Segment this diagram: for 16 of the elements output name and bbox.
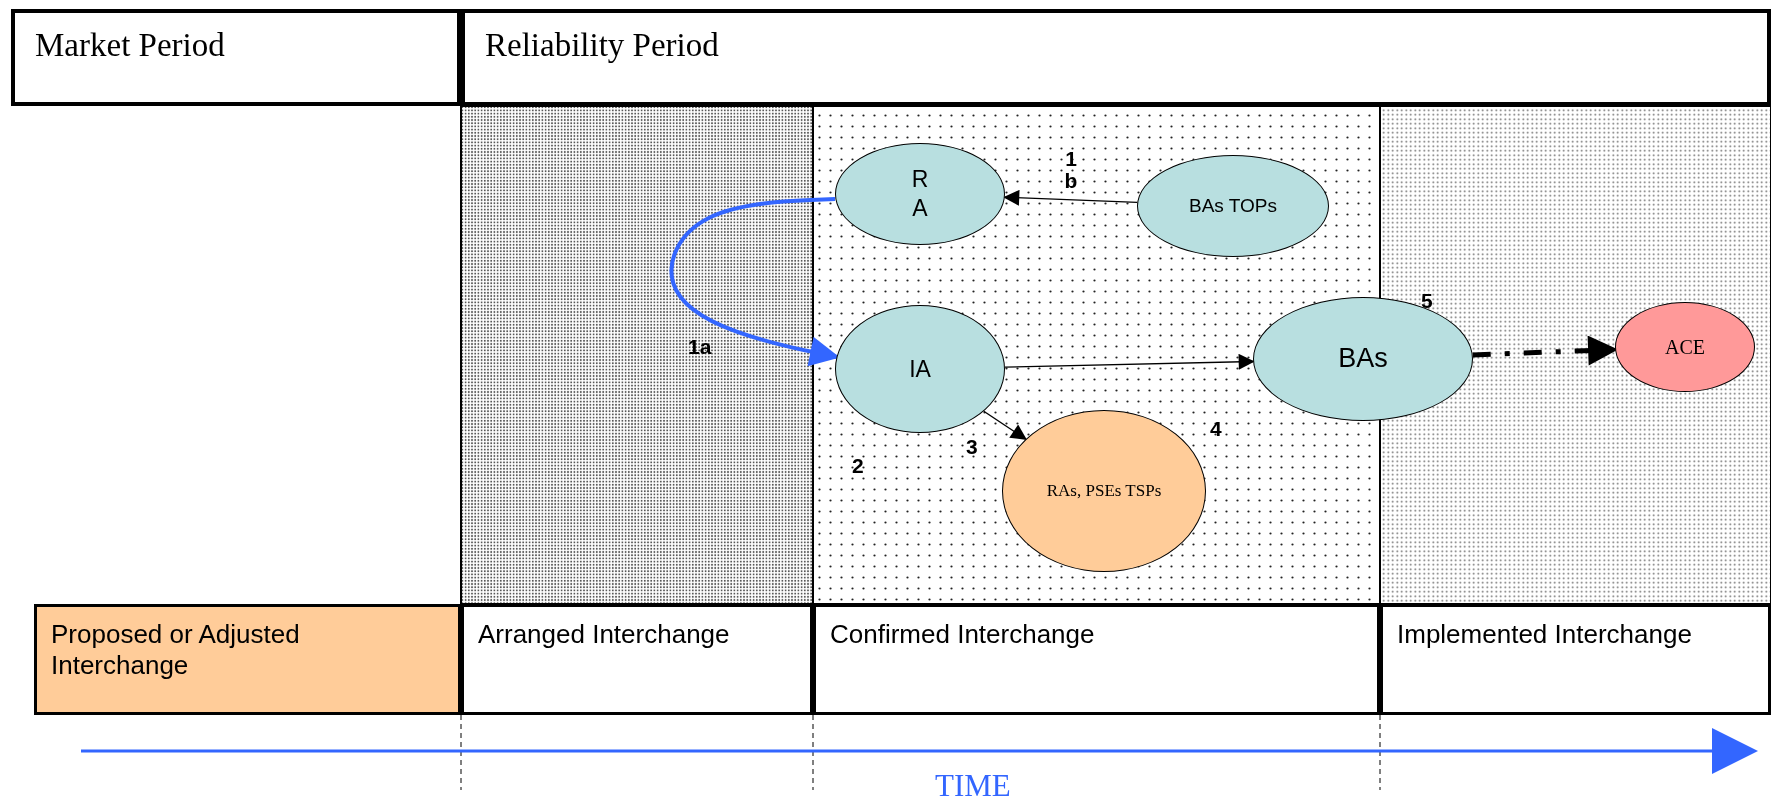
stage-box: Arranged Interchange bbox=[461, 604, 813, 715]
arrow bbox=[983, 410, 1028, 440]
step-number: 5 bbox=[1421, 290, 1433, 313]
period-header-box: Reliability Period bbox=[461, 9, 1771, 106]
stage-box: Implemented Interchange bbox=[1380, 604, 1771, 715]
arrow bbox=[1004, 353, 1255, 370]
step-number: 3 bbox=[966, 436, 978, 459]
arrow bbox=[1003, 189, 1138, 206]
stage-box: Confirmed Interchange bbox=[813, 604, 1380, 715]
edge-label: 1 b bbox=[1063, 148, 1079, 193]
period-header-box: Market Period bbox=[11, 9, 461, 106]
edge-label: 1a bbox=[688, 336, 712, 359]
stage-box: Proposed or Adjusted Interchange bbox=[34, 604, 461, 715]
axis-label: TIME bbox=[935, 770, 1011, 803]
step-number: 4 bbox=[1210, 418, 1222, 441]
step-number: 2 bbox=[852, 455, 864, 478]
